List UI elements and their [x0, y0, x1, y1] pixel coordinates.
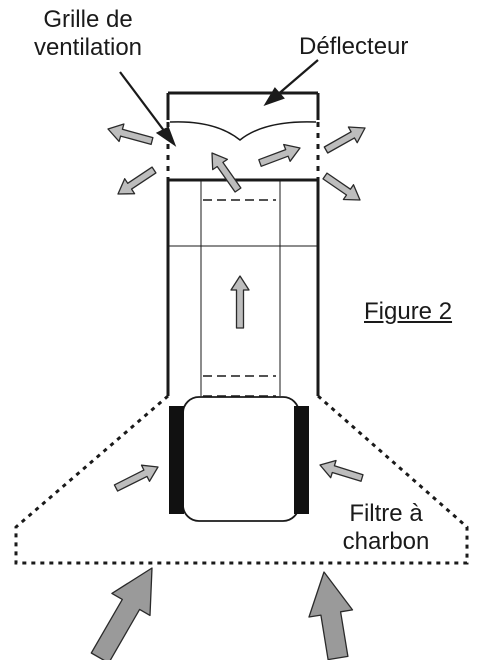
airflow-arrow: [319, 459, 364, 482]
airflow-arrow: [117, 166, 157, 195]
grille-label: Grille de ventilation: [18, 6, 158, 62]
airflow-arrow: [230, 275, 250, 329]
ventilation-grille: [166, 122, 320, 180]
airflow-arrow: [258, 143, 301, 167]
airflow-arrow: [113, 464, 159, 492]
duct-body: [166, 178, 320, 396]
grille-label-line1: Grille de: [43, 6, 133, 33]
hood-outline: [14, 394, 469, 565]
filter-label-line1: Filtre à: [349, 500, 423, 527]
airflow-arrow: [323, 126, 366, 154]
deflector-label: Déflecteur: [299, 33, 409, 60]
figure-label: Figure 2: [364, 298, 453, 325]
grille-label-line2: ventilation: [33, 34, 143, 61]
intake-arrow: [90, 567, 153, 660]
filter-label-line2: charbon: [342, 528, 430, 555]
leader-lines: [119, 59, 319, 147]
filter-label: Filtre à charbon: [320, 500, 452, 556]
charcoal-filter: [169, 396, 309, 522]
airflow-arrow: [211, 152, 242, 193]
deflector-cap: [166, 91, 320, 141]
airflow-arrows: [90, 123, 366, 660]
airflow-arrow: [322, 172, 361, 201]
intake-arrow: [308, 571, 354, 660]
airflow-arrow: [107, 123, 154, 146]
inner-motor-box: [203, 199, 276, 397]
